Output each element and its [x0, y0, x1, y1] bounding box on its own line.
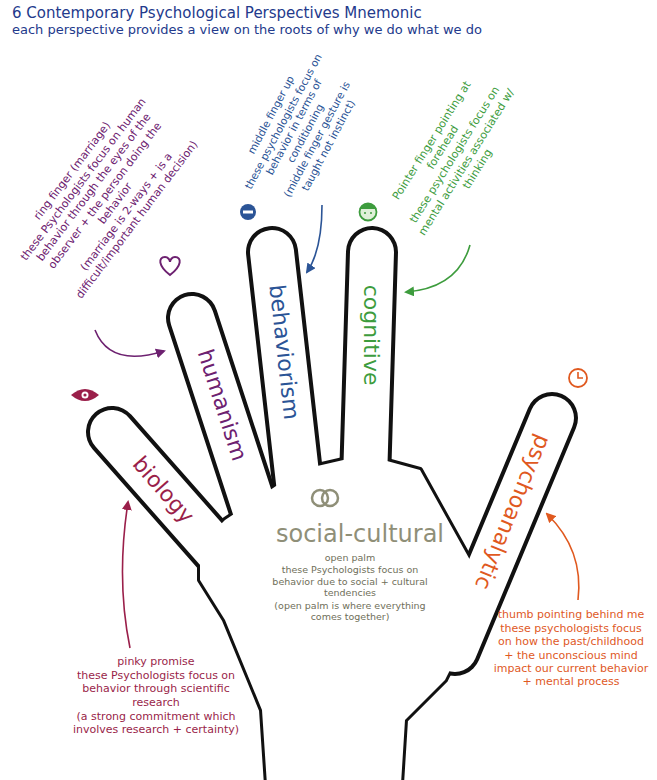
leader-arrow	[95, 330, 164, 356]
annotation-text: these psychologists focus on how the pas…	[492, 622, 650, 688]
palm-note: (open palm is where everything comes tog…	[262, 600, 438, 623]
head-icon	[360, 204, 377, 221]
annotation-heading: thumb pointing behind me	[492, 608, 650, 621]
finger-label: cognitive	[358, 285, 382, 386]
annotation-block: pinky promisethese Psychologists focus o…	[62, 655, 250, 737]
palm-note: open palm	[262, 552, 438, 563]
annotation-note: (a strong commitment which involves rese…	[62, 710, 250, 736]
annotation-heading: pinky promise	[62, 655, 250, 668]
leader-arrow	[406, 245, 470, 292]
palm-note: these Psychologists focus on behavior du…	[262, 564, 438, 598]
overlap-circles-icon	[312, 490, 338, 506]
no-sign-icon	[240, 204, 256, 220]
leader-arrow	[547, 514, 579, 600]
annotation-block: Pointer finger pointing at foreheadthese…	[379, 61, 532, 250]
leader-arrow	[307, 205, 322, 272]
annotation-block: middle finger upthese psychologists focu…	[228, 41, 372, 219]
subtitle: each perspective provides a view on the …	[12, 22, 482, 38]
title: 6 Contemporary Psychological Perspective…	[12, 4, 422, 22]
palm-note-block: open palmthese Psychologists focus on be…	[262, 552, 438, 623]
leader-arrow	[122, 502, 130, 648]
clock-icon	[569, 369, 587, 387]
palm-heading: social-cultural	[276, 521, 444, 547]
heart-icon	[160, 257, 179, 275]
annotation-block: thumb pointing behind methese psychologi…	[492, 608, 650, 689]
annotation-text: these Psychologists focus on behavior th…	[62, 669, 250, 709]
annotation-block: ring finger (marriage)these Psychologist…	[0, 75, 212, 316]
eye-icon	[71, 389, 99, 401]
